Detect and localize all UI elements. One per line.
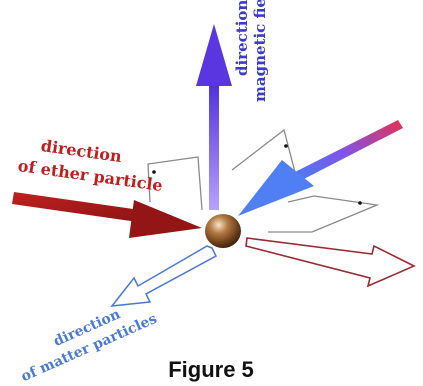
ether-particle-label: direction of ether particle [17,136,164,195]
outgoing-hollow-arrow [245,237,416,288]
magnetic-field-arrow [196,24,232,210]
lower-angle-marker [268,195,380,233]
incoming-diagonal-arrow [238,120,403,216]
ether-particle-arrow [12,192,202,238]
matter-particles-arrow [110,245,217,307]
magnetic-field-label-line1: direction [233,0,251,76]
lower-angle-dot [358,201,362,205]
left-angle-dot [152,170,156,174]
particle-sphere [205,214,241,248]
figure-caption: Figure 5 [168,357,254,382]
magnetic-field-label-line2: magnetic field [251,0,269,102]
upper-angle-dot [284,144,288,148]
magnetic-field-label: direction magnetic field [233,0,269,102]
matter-particles-label: direction of matter particles [19,306,160,385]
left-angle-marker [147,156,203,211]
right-angle-markers [147,128,380,233]
